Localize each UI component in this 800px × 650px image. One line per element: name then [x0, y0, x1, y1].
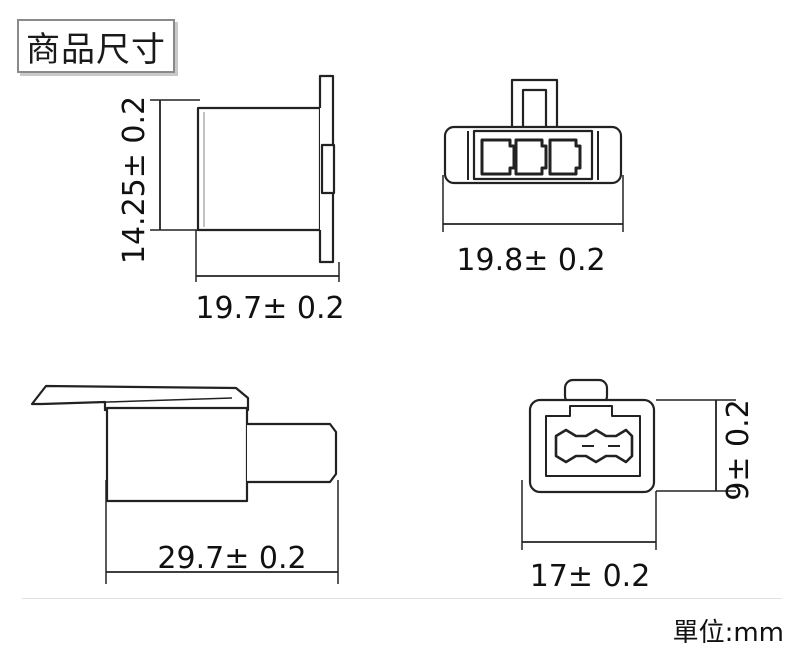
end-width-label: 17± 0.2 [530, 559, 651, 594]
long-width-label: 29.7± 0.2 [157, 541, 306, 576]
long-view [30, 384, 339, 584]
front-view-slot-2 [514, 138, 548, 176]
side-view [150, 74, 340, 282]
front-width-label: 19.8± 0.2 [456, 243, 605, 278]
front-view-slot-1 [480, 138, 516, 176]
front-view-slot-3 [548, 138, 582, 176]
title-box: 商品尺寸 [17, 19, 175, 73]
end-height-label: 9± 0.2 [721, 399, 756, 500]
side-view-body [196, 106, 322, 232]
side-height-label: 14.25± 0.2 [117, 96, 152, 264]
side-width-label: 19.7± 0.2 [195, 291, 344, 326]
long-view-plug [247, 422, 338, 484]
divider [22, 598, 782, 599]
long-view-body [105, 406, 249, 503]
end-view-contacts [554, 428, 634, 464]
end-view [521, 378, 736, 550]
front-view [442, 78, 624, 232]
page-title: 商品尺寸 [26, 29, 166, 70]
unit-label: 單位:mm [672, 618, 784, 648]
side-view-clip [320, 143, 336, 195]
